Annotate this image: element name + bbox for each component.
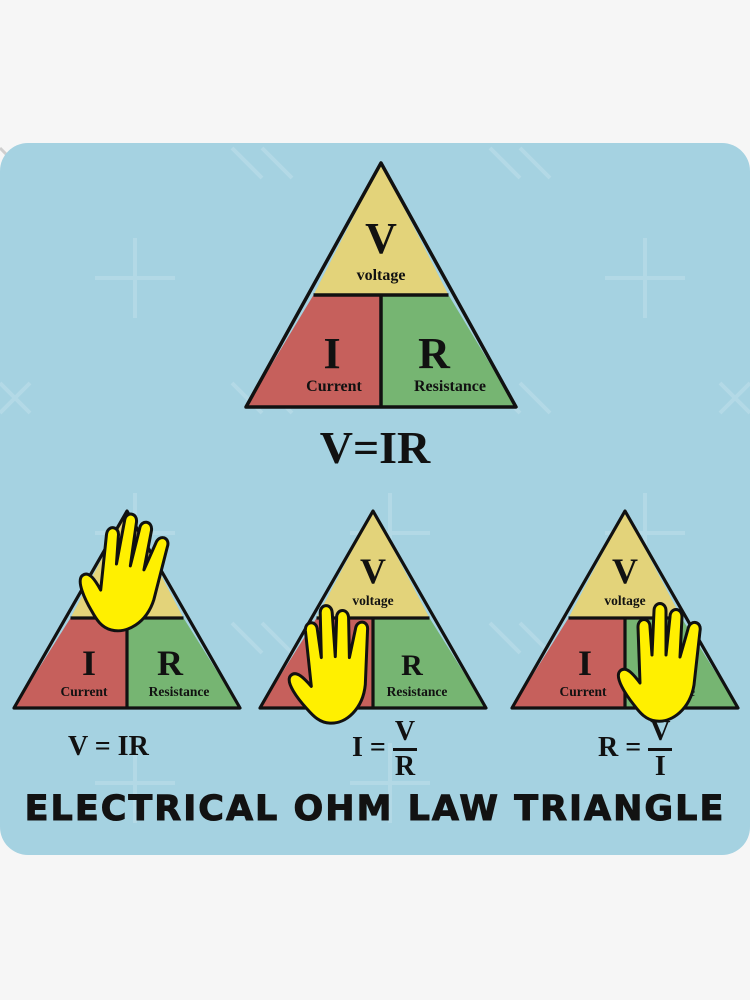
formula-resistance-denominator: I <box>654 751 666 782</box>
formula-resistance-numerator: V <box>648 718 673 751</box>
t2-top-label: voltage <box>352 593 393 608</box>
formula-resistance: R = V I <box>598 718 673 782</box>
hand-icon <box>287 604 370 725</box>
t1-left-letter: I <box>82 643 96 683</box>
hand-icon <box>78 512 170 633</box>
formula-resistance-lhs: R = <box>598 731 642 763</box>
triangle-cover-resistance: V voltage I Current ce <box>510 509 740 723</box>
main-right-letter: R <box>418 329 451 378</box>
formula-resistance-fraction: V I <box>648 718 673 782</box>
main-left-section <box>246 295 381 407</box>
t3-left-label: Current <box>560 684 607 699</box>
main-top-label: voltage <box>357 267 406 284</box>
main-right-section <box>381 295 516 407</box>
hand-icon <box>617 602 702 723</box>
formula-current-lhs: I = <box>352 731 386 763</box>
t1-right-letter: R <box>157 643 184 683</box>
t3-left-letter: I <box>578 643 592 683</box>
t3-top-letter: V <box>612 551 638 591</box>
main-left-label: Current <box>306 378 362 395</box>
main-top-section <box>313 163 449 295</box>
triangle-cover-voltage: I Current R Resistance <box>12 509 242 710</box>
t2-top-letter: V <box>360 551 386 591</box>
main-right-label: Resistance <box>414 378 486 395</box>
t1-right-label: Resistance <box>149 684 210 699</box>
main-top-letter: V <box>365 214 397 263</box>
t3-top-label: voltage <box>604 593 645 608</box>
t2-right-letter: R <box>401 649 423 682</box>
main-triangle: V voltage I Current R Resistance <box>244 161 518 409</box>
formula-current-denominator: R <box>394 751 416 782</box>
main-formula: V=IR <box>319 422 431 473</box>
formula-current: I = V R <box>352 718 418 782</box>
main-left-letter: I <box>323 329 340 378</box>
formula-current-numerator: V <box>392 718 418 751</box>
formula-voltage: V = IR <box>68 731 149 762</box>
t1-left-label: Current <box>61 684 108 699</box>
triangle-cover-current: V voltage R Resistance <box>258 509 488 725</box>
formula-current-fraction: V R <box>392 718 418 782</box>
ohm-law-sticker: V voltage I Current R Resistance I Curre… <box>0 143 750 855</box>
diagram-canvas: V voltage I Current R Resistance I Curre… <box>0 146 750 823</box>
t2-right-label: Resistance <box>387 684 448 699</box>
sticker-title: ELECTRICAL OHM LAW TRIANGLE <box>24 789 726 830</box>
